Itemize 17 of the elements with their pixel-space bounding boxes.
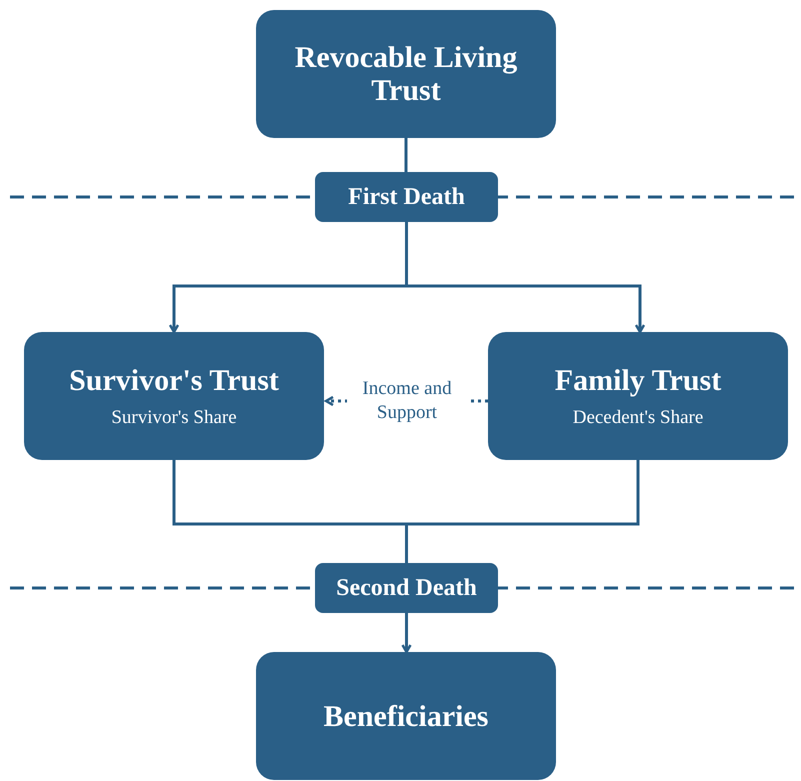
connector-line xyxy=(404,138,408,172)
event-box xyxy=(315,563,498,613)
box-subtitle: Survivor's Share xyxy=(111,406,237,428)
box-title: Second Death xyxy=(336,574,477,602)
box-title: First Death xyxy=(348,184,465,210)
arrow xyxy=(401,613,412,654)
trust-box xyxy=(256,652,556,780)
box-title: Beneficiaries xyxy=(324,700,488,732)
box-title: Revocable Living Trust xyxy=(294,41,518,107)
box-title: Survivor's Trust xyxy=(69,364,279,396)
trust-box xyxy=(24,332,324,460)
trust-box xyxy=(488,332,788,460)
box-subtitle: Decedent's Share xyxy=(572,406,704,428)
box-title: Family Trust xyxy=(554,364,722,396)
trust-box xyxy=(256,10,556,138)
event-box xyxy=(315,172,498,222)
connector-line xyxy=(405,460,640,563)
